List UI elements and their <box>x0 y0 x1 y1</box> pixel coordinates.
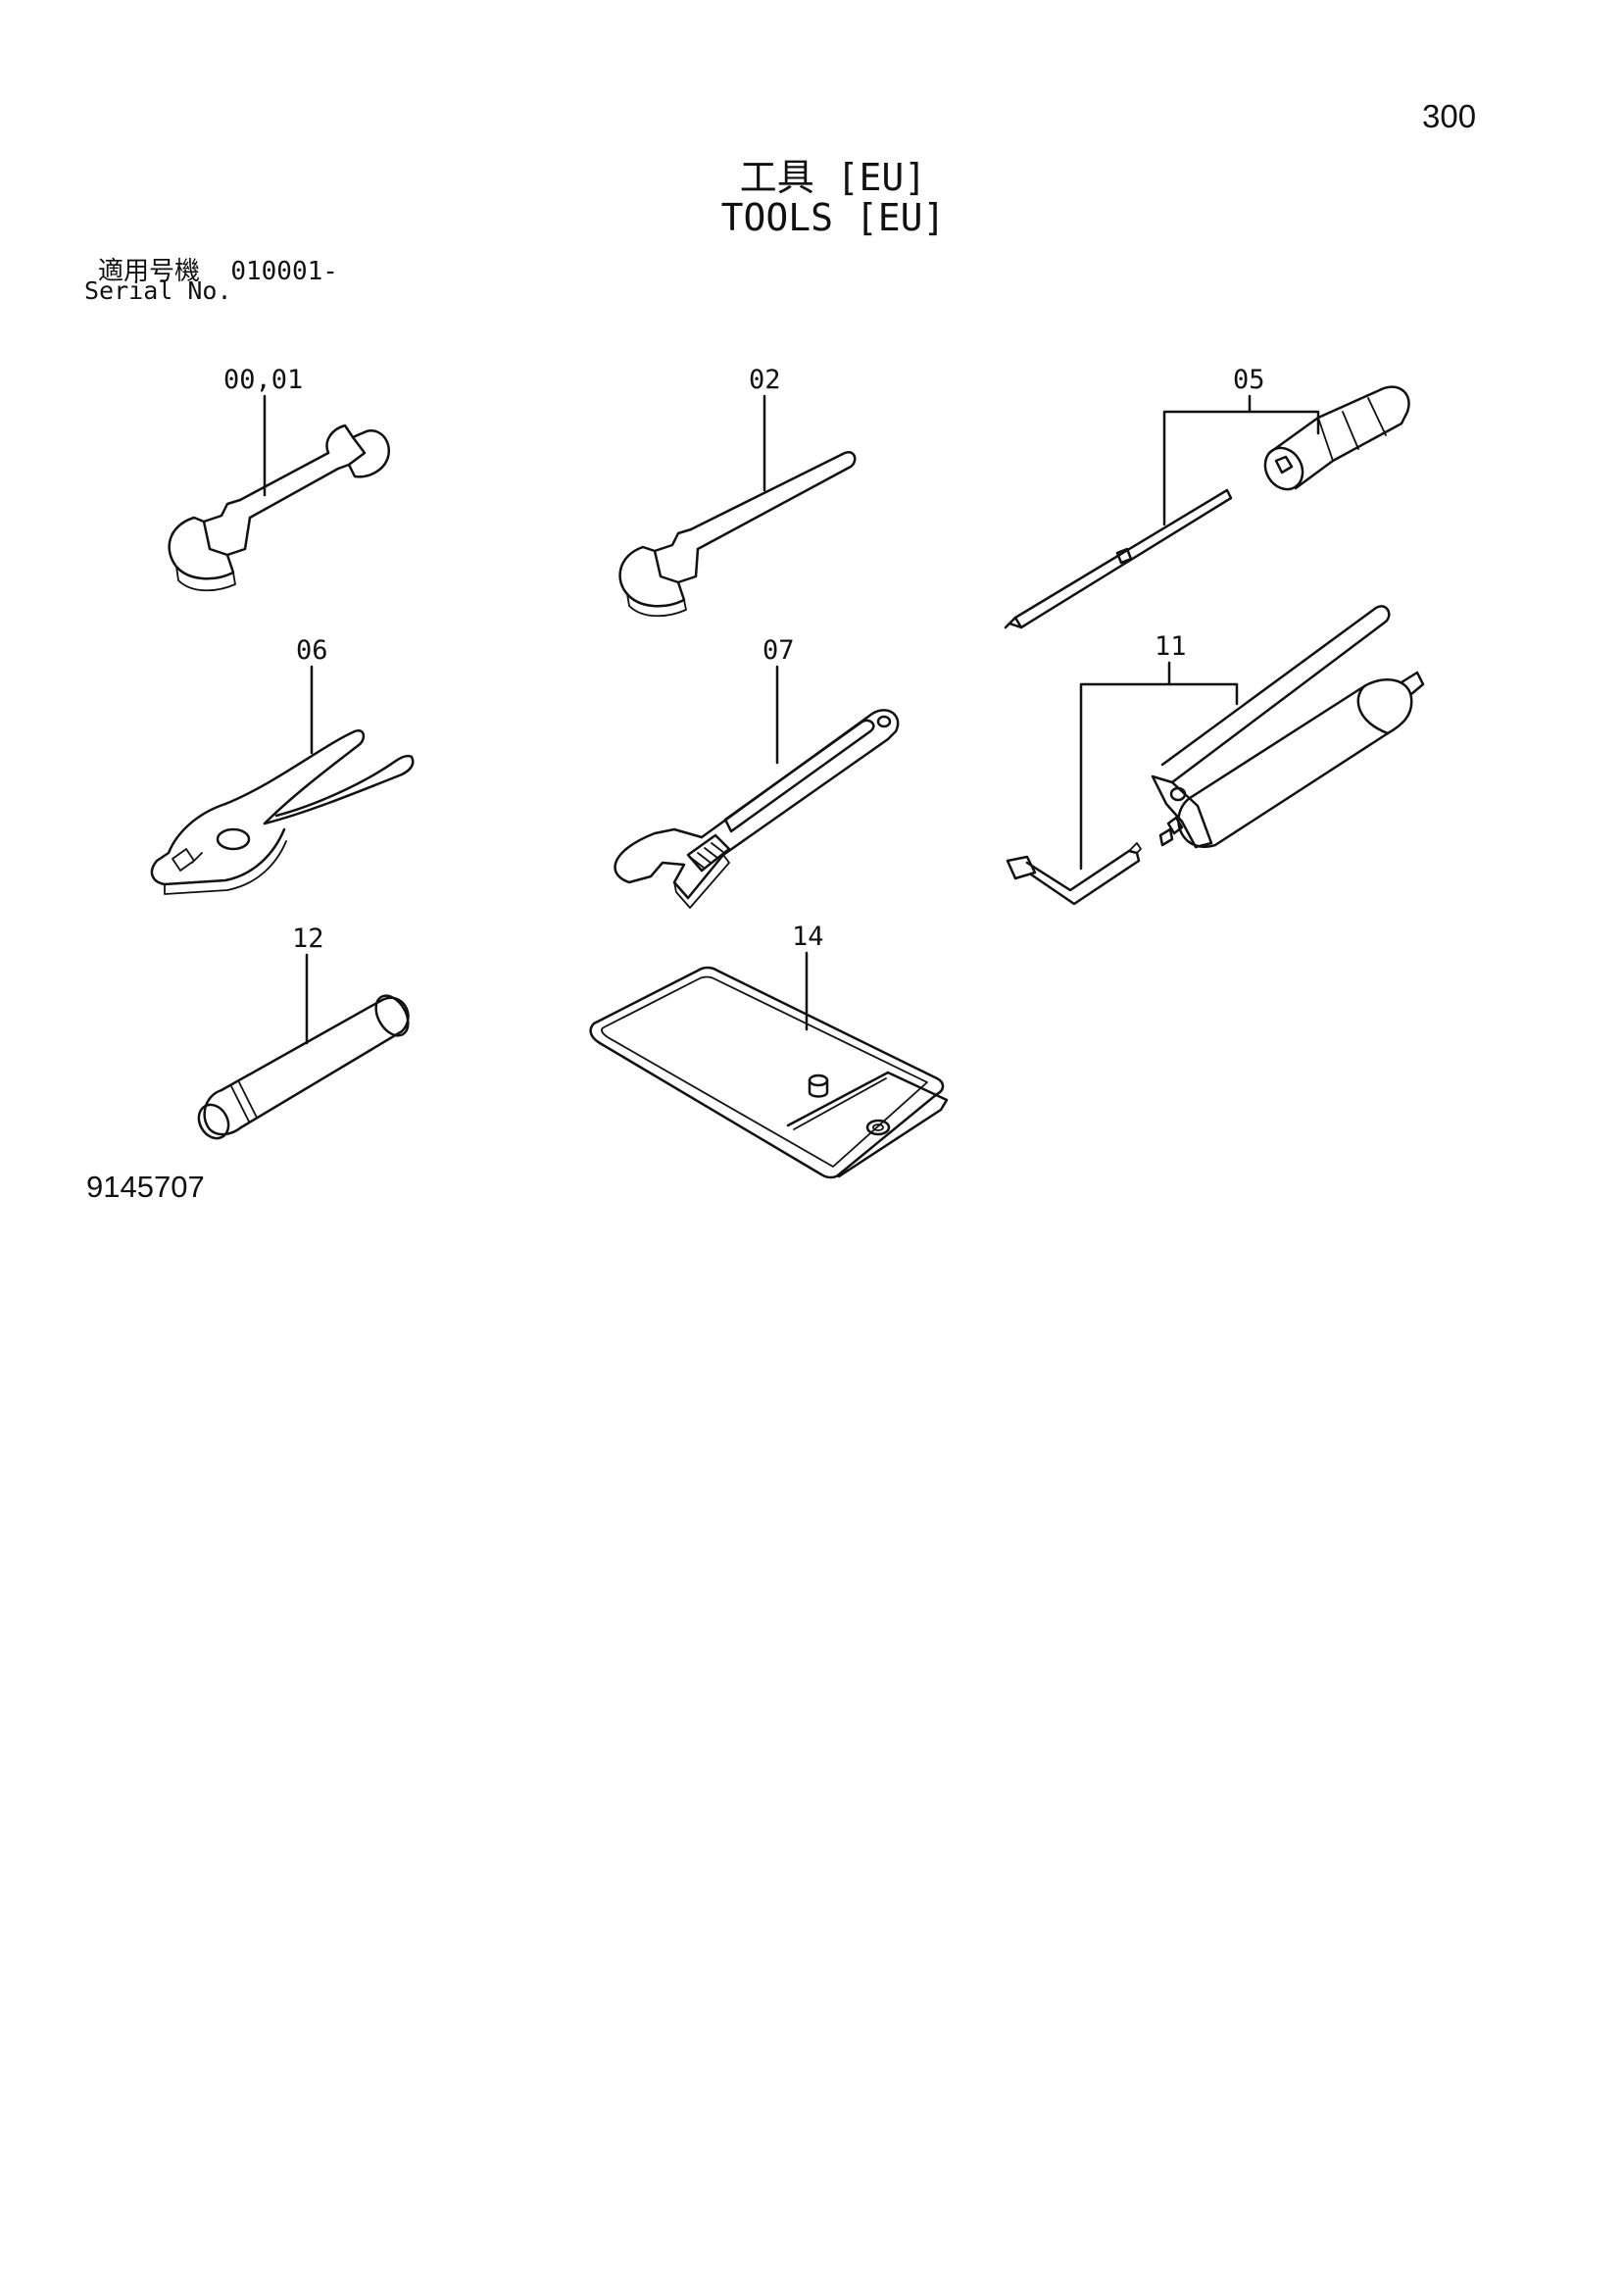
callout-label: 02 <box>749 365 781 395</box>
screwdriver-shaft-drawing <box>1004 488 1233 629</box>
page-number: 300 <box>1422 98 1477 134</box>
callout-label: 06 <box>296 635 328 666</box>
callout-label: 12 <box>292 923 324 954</box>
title-english: TOOLS [EU] <box>720 196 946 239</box>
adjustable-wrench-drawing <box>614 709 900 909</box>
callout-label: 14 <box>792 922 824 952</box>
callout-12[interactable]: 12 <box>292 923 324 1045</box>
serial-label-english: Serial No. <box>84 276 232 305</box>
callout-label: 07 <box>762 635 795 666</box>
callout-label: 00,01 <box>223 365 303 395</box>
single-open-end-wrench-drawing <box>618 450 857 618</box>
serial-range: 010001- <box>230 257 338 286</box>
callout-05[interactable]: 05 <box>1162 365 1320 526</box>
callout-06[interactable]: 06 <box>296 635 328 755</box>
grease-cartridge-drawing <box>197 994 410 1140</box>
title-japanese: 工具 [EU] <box>739 156 927 199</box>
callout-label: 11 <box>1155 631 1187 662</box>
callout-07[interactable]: 07 <box>762 635 795 765</box>
tool-bag-drawing <box>589 966 949 1179</box>
callout-00-01[interactable]: 00,01 <box>223 365 303 497</box>
double-open-end-wrench-drawing <box>168 424 391 592</box>
callout-14[interactable]: 14 <box>792 922 824 1031</box>
callout-02[interactable]: 02 <box>749 365 781 492</box>
callout-11[interactable]: 11 <box>1079 631 1239 871</box>
drawing-number: 9145707 <box>86 1170 205 1204</box>
screwdriver-handle-drawing <box>1263 385 1410 491</box>
pliers-drawing <box>150 728 415 895</box>
serial-jp-label: 適用号機 <box>98 257 201 286</box>
grease-gun-drawing <box>1151 605 1425 849</box>
grease-gun-extension-drawing <box>1006 842 1142 906</box>
serial-label-japanese: 適用号機 010001- <box>98 251 338 287</box>
callout-label: 05 <box>1233 365 1265 395</box>
